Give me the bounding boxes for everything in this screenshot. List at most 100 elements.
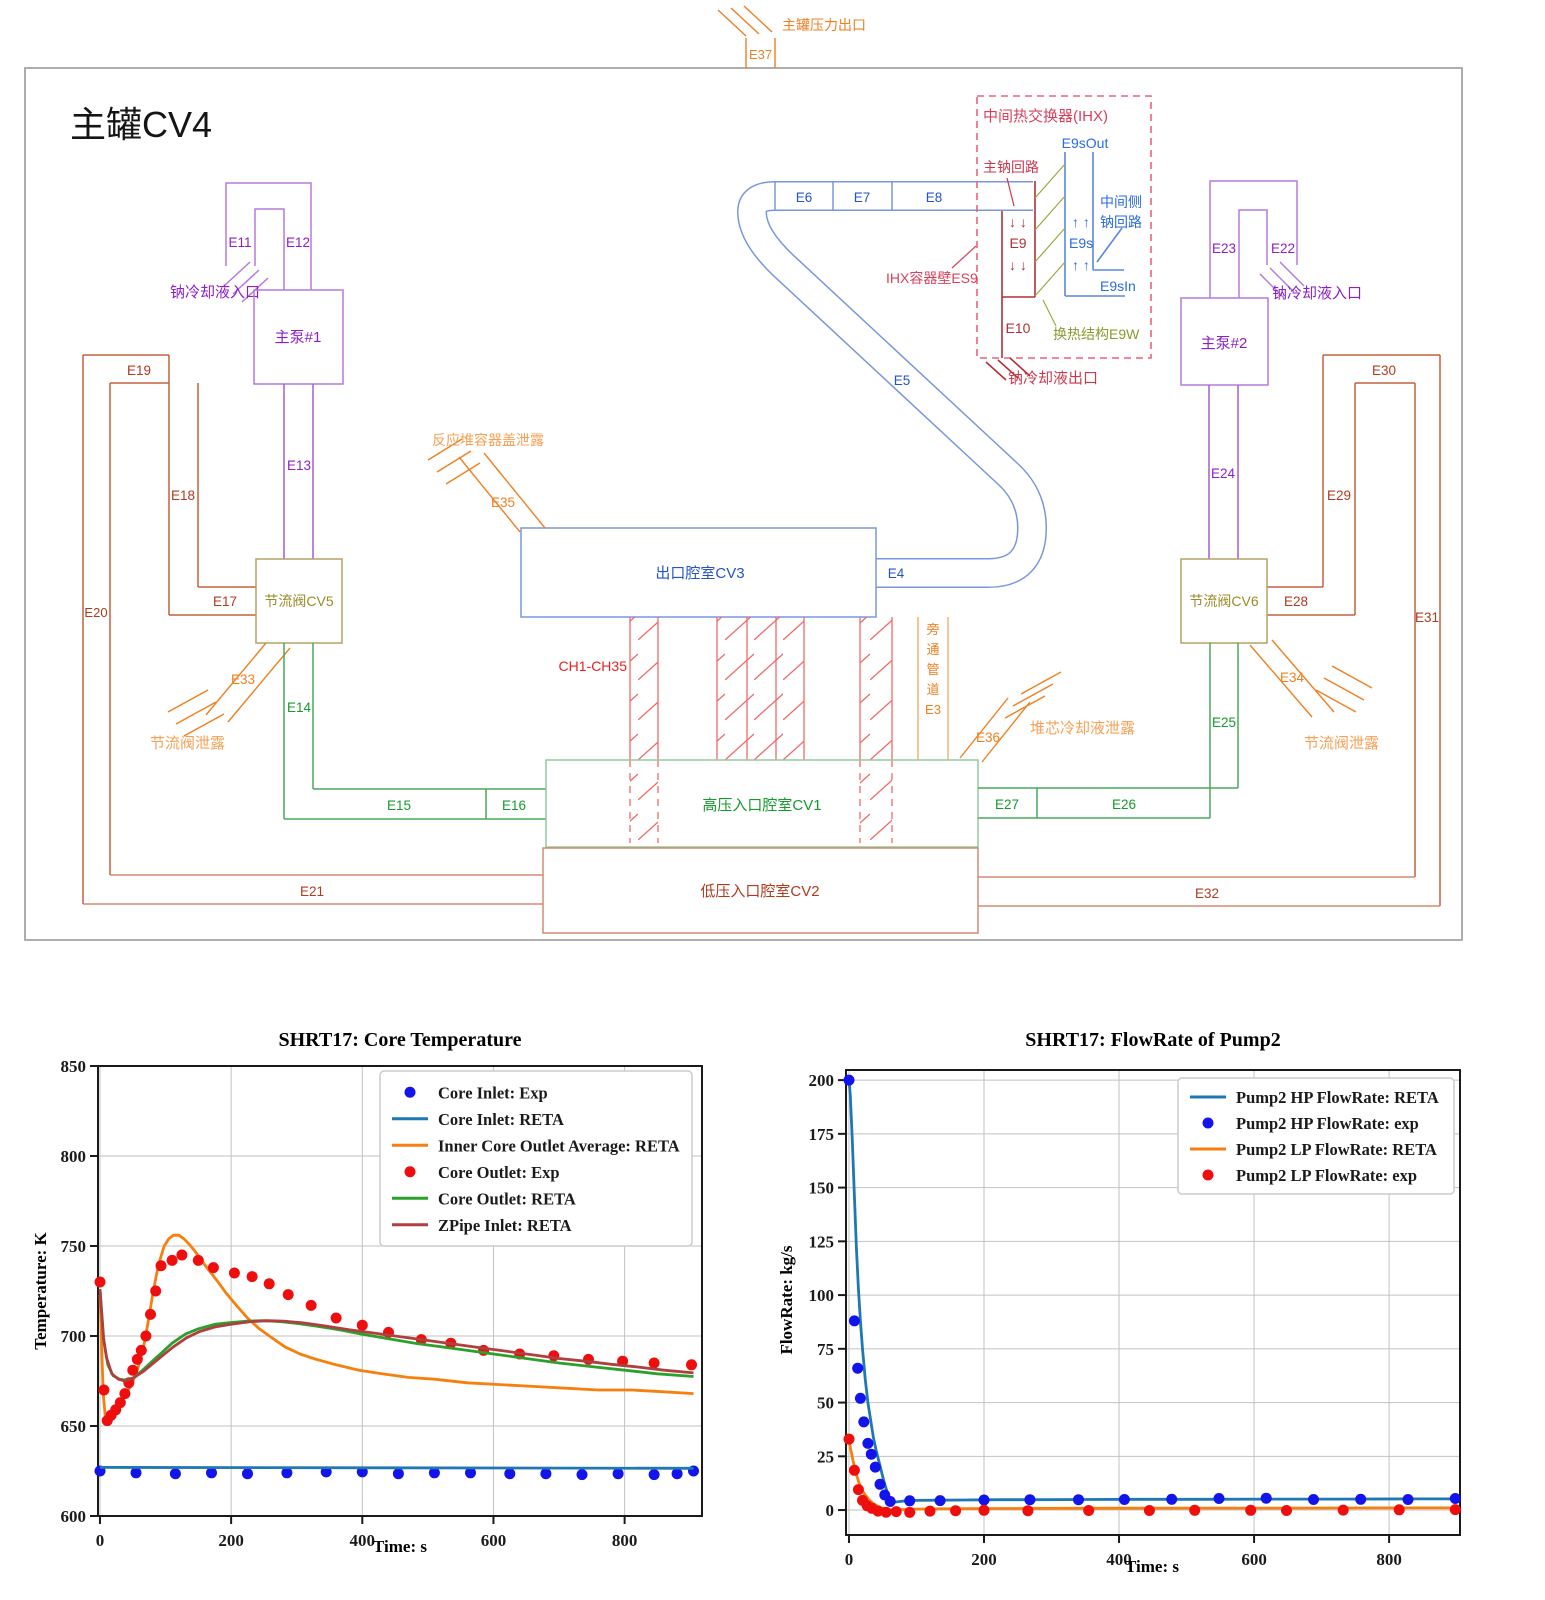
e24-label: E24 — [1211, 466, 1236, 481]
legend-label: Pump2 HP FlowRate: RETA — [1236, 1088, 1439, 1107]
e9s-label: E9s — [1069, 235, 1093, 251]
e33-label: E33 — [231, 672, 255, 687]
series-dot — [192, 1254, 204, 1266]
pipe-loop-e4-e8 — [736, 181, 1048, 588]
series-dot — [950, 1505, 962, 1517]
series-dot — [98, 1384, 110, 1396]
series-line — [98, 1233, 694, 1419]
main-tank-border — [24, 67, 1463, 941]
series-dot — [671, 1468, 683, 1480]
leak-e35 — [427, 438, 546, 533]
ihx-title: 中间热交换器(IHX) — [983, 107, 1108, 125]
series-dot — [330, 1312, 342, 1324]
series-dot — [890, 1506, 902, 1518]
y-tick-label: 150 — [809, 1179, 835, 1198]
series-dot — [854, 1392, 866, 1404]
e14-label: E14 — [287, 700, 312, 715]
reactor-diagram: 主罐CV4 E37 主罐压力出口 E4 E5 E6 E7 E8 中间热交换器(I… — [24, 5, 1463, 941]
series-dot — [169, 1468, 181, 1480]
series-dot — [934, 1495, 946, 1507]
legend-box — [1177, 1077, 1455, 1195]
pipe-e21 — [83, 874, 543, 905]
legend-label: Core Inlet: Exp — [438, 1083, 548, 1102]
pipe-e3-bypass — [917, 617, 949, 760]
sodium-outlet-label: 钠冷却液出口 — [1008, 370, 1098, 387]
y-tick-label: 75 — [817, 1340, 834, 1359]
x-tick-label: 200 — [971, 1550, 997, 1569]
legend-label: Core Outlet: Exp — [438, 1163, 560, 1182]
ihx-wall-label: IHX容器壁ES9 — [886, 270, 978, 286]
series-dot — [1143, 1505, 1155, 1516]
cv3-label: 出口腔室CV3 — [655, 565, 744, 582]
e17-label: E17 — [213, 594, 237, 609]
series-dot — [1118, 1494, 1130, 1505]
pipe-e25-e27 — [978, 643, 1239, 819]
y-tick-label: 650 — [61, 1417, 87, 1436]
legend-label: Pump2 HP FlowRate: exp — [1236, 1114, 1419, 1133]
pipe-e22-e23 — [1209, 180, 1305, 299]
series-line — [98, 1289, 694, 1382]
series-dot — [135, 1344, 147, 1356]
plot-frame — [845, 1069, 1461, 1536]
legend-marker-dot — [1202, 1117, 1214, 1129]
x-tick-label: 600 — [481, 1531, 507, 1550]
series-dot — [176, 1249, 188, 1261]
legend-marker-dot — [404, 1166, 416, 1178]
e5-label: E5 — [894, 373, 911, 388]
pipe-e17-e21 — [82, 354, 256, 904]
series-dot — [612, 1468, 624, 1480]
chart-title: SHRT17: Core Temperature — [279, 1029, 522, 1051]
series-dot — [150, 1285, 162, 1297]
e9sout-label: E9sOut — [1062, 135, 1109, 151]
series-dot — [540, 1468, 552, 1480]
series-dot — [114, 1397, 126, 1409]
ihx-secondary-channel — [1064, 152, 1125, 297]
series-dot — [263, 1278, 275, 1290]
ihx-boundary — [976, 95, 1152, 359]
series-dot — [305, 1299, 317, 1311]
x-axis-label: Time: s — [1125, 1557, 1179, 1576]
series-dot — [884, 1496, 896, 1507]
y-axis-label: Temperature: K — [31, 1231, 50, 1349]
e16-label: E16 — [502, 798, 526, 813]
series-dot — [978, 1494, 990, 1506]
series-dot — [686, 1359, 697, 1371]
series-dot — [428, 1467, 440, 1479]
series-dot — [1189, 1504, 1201, 1516]
e9-down-arrows2: ↓ ↓ — [1009, 257, 1027, 273]
legend-marker-dot — [1202, 1169, 1214, 1181]
e9sin-label: E9sIn — [1100, 278, 1136, 294]
legend-label: Core Inlet: RETA — [438, 1110, 564, 1129]
e10-label: E10 — [1006, 320, 1031, 336]
series-dot — [858, 1416, 870, 1428]
pipe-e37 — [717, 5, 776, 68]
ch-range-label: CH1-CH35 — [559, 658, 628, 674]
series-dot — [978, 1504, 990, 1516]
series-dot — [924, 1505, 936, 1517]
leak-e34 — [1249, 639, 1373, 718]
pump2-label: 主泵#2 — [1201, 335, 1248, 352]
x-tick-label: 400 — [1106, 1550, 1132, 1569]
e9s-up-arrows: ↑ ↑ — [1072, 214, 1090, 230]
series-dot — [1260, 1492, 1272, 1504]
cv1-label: 高压入口腔室CV1 — [702, 797, 821, 814]
series-dot — [228, 1267, 240, 1279]
pipe-e28-e31 — [1267, 354, 1441, 906]
e15-label: E15 — [387, 798, 411, 813]
y-tick-label: 800 — [61, 1147, 87, 1166]
pipe-e32 — [978, 876, 1440, 907]
x-tick-label: 800 — [1376, 1550, 1402, 1569]
series-dot — [1337, 1504, 1349, 1516]
throttle-leak-right-label: 节流阀泄露 — [1304, 735, 1379, 752]
leak-e33 — [167, 642, 291, 737]
diagram-title: 主罐CV4 — [70, 104, 212, 145]
e12-label: E12 — [286, 235, 310, 250]
e23-label: E23 — [1212, 241, 1236, 256]
e11-label: E11 — [228, 235, 251, 250]
bypass-char-1: 旁 — [926, 622, 939, 637]
y-tick-label: 200 — [809, 1071, 835, 1090]
cv3-box — [520, 527, 877, 618]
series-dot — [865, 1448, 877, 1460]
